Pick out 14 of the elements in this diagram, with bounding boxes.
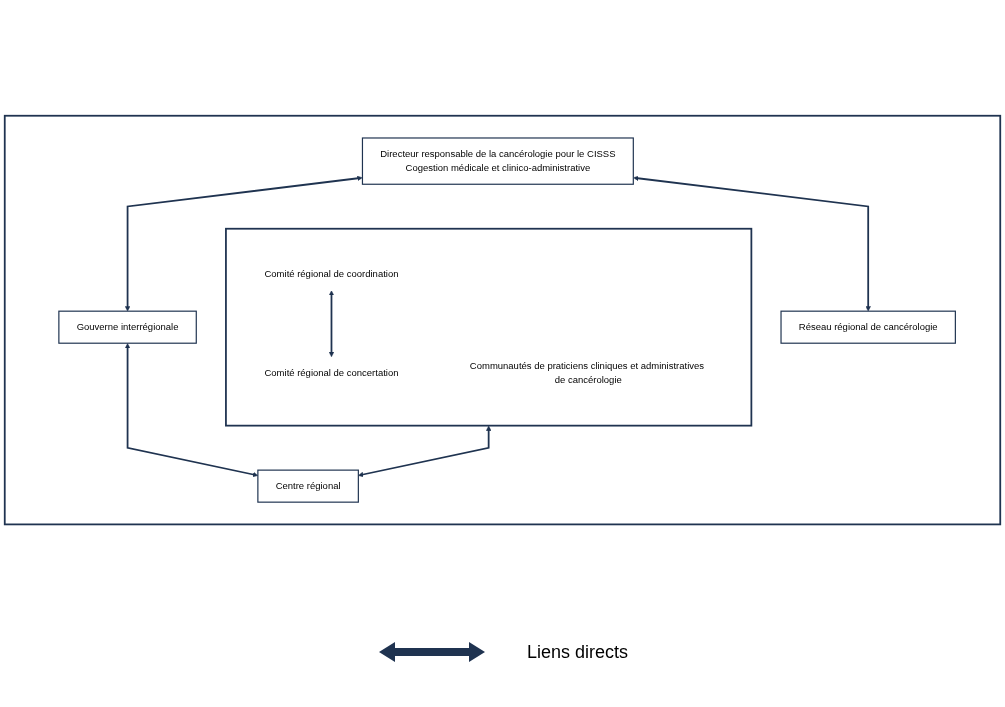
cluster [3, 114, 1002, 526]
node-box: Centre régional [257, 469, 359, 503]
arrow [124, 175, 363, 312]
node-text: Communautés de praticiens cliniques et administratives de cancérologie [469, 360, 705, 385]
node-box: Gouverne interrégionale [58, 310, 197, 344]
node-box: Directeur responsable de la cancérologie pour le CISSS Cogestion médicale et clinico-administrative [361, 137, 634, 185]
arrow [358, 425, 492, 477]
arrow [328, 290, 335, 357]
cluster [225, 227, 753, 427]
node-text: Comité régional de coordination [264, 268, 399, 280]
node-box: Réseau régional de cancérologie [780, 310, 956, 344]
node-text: Comité régional de concertation [264, 367, 399, 378]
legend-label: Liens directs [526, 641, 629, 663]
arrow [633, 175, 871, 312]
